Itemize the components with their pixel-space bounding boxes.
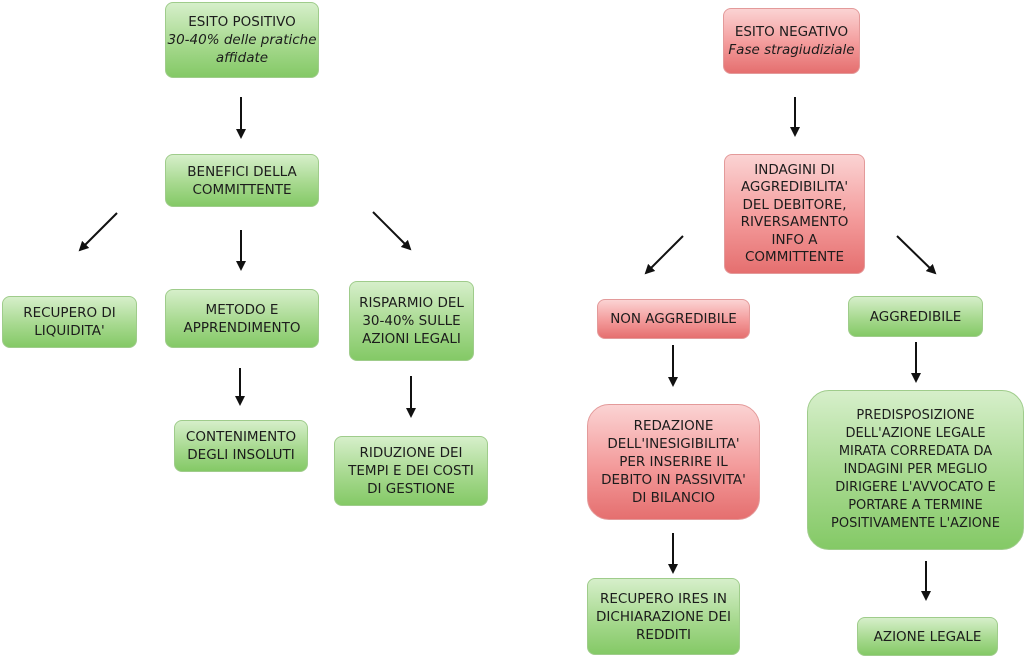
contenimento-line-2: DEGLI INSOLUTI — [187, 447, 295, 463]
indagini-line-3: DEL DEBITORE, — [742, 196, 847, 213]
metodo-line-1: METODO E — [205, 301, 279, 318]
contenimento-line-1: CONTENIMENTO — [185, 429, 297, 445]
benefici-line-2: COMMITTENTE — [192, 181, 292, 198]
esito-negativo-title: ESITO NEGATIVO — [734, 24, 849, 40]
box-redazione-inesigibilita: REDAZIONE DELL'INESIGIBILITA' PER INSERI… — [587, 404, 760, 520]
box-contenimento-insoluti: CONTENIMENTO DEGLI INSOLUTI — [174, 420, 308, 472]
esito-positivo-subtitle-2: affidate — [215, 50, 269, 66]
indagini-line-2: AGGREDIBILITA' — [740, 179, 849, 195]
aggredibile-label: AGGREDIBILE — [869, 308, 962, 325]
metodo-line-2: APPRENDIMENTO — [183, 319, 301, 336]
redazione-line-4: DEBITO IN PASSIVITA' — [601, 472, 746, 488]
ires-line-2: DICHIARAZIONE DEI — [596, 608, 731, 625]
redazione-line-3: PER INSERIRE IL — [619, 454, 728, 470]
non-aggredibile-label: NON AGGREDIBILE — [610, 311, 737, 327]
predisposizione-line-3: MIRATA CORREDATA DA — [838, 444, 993, 459]
arrow-investigation-to-not-seizable — [644, 235, 684, 275]
recupero-line-1: RECUPERO DI — [23, 305, 116, 321]
esito-positivo-title: ESITO POSITIVO — [188, 14, 296, 30]
box-indagini-aggredibilita: INDAGINI DI AGGREDIBILITA' DEL DEBITORE,… — [724, 154, 865, 274]
box-recupero-ires: RECUPERO IRES IN DICHIARAZIONE DEI REDDI… — [587, 578, 740, 655]
box-non-aggredibile: NON AGGREDIBILE — [597, 299, 750, 339]
indagini-line-6: COMMITTENTE — [745, 249, 844, 265]
recupero-line-2: LIQUIDITA' — [34, 323, 105, 339]
box-esito-negativo: ESITO NEGATIVO Fase stragiudiziale — [723, 8, 860, 74]
predisposizione-line-4: INDAGINI PER MEGLIO — [843, 462, 988, 477]
predisposizione-line-7: POSITIVAMENTE L'AZIONE — [831, 516, 1000, 531]
arrow-benefits-to-savings — [372, 211, 412, 251]
box-aggredibile: AGGREDIBILE — [848, 296, 983, 337]
box-azione-legale: AZIONE LEGALE — [857, 617, 998, 656]
redazione-line-1: REDAZIONE — [633, 418, 714, 434]
box-risparmio-azioni-legali: RISPARMIO DEL 30-40% SULLE AZIONI LEGALI — [349, 281, 474, 361]
ires-line-1: RECUPERO IRES IN — [599, 590, 728, 607]
indagini-line-5: INFO A — [771, 231, 818, 248]
arrow-investigation-to-seizable — [896, 235, 937, 275]
box-predisposizione-azione-legale: PREDISPOSIZIONE DELL'AZIONE LEGALE MIRAT… — [807, 390, 1024, 550]
predisposizione-line-1: PREDISPOSIZIONE — [856, 408, 975, 423]
esito-positivo-subtitle-1: 30-40% delle pratiche — [167, 32, 317, 48]
indagini-line-4: RIVERSAMENTO — [740, 214, 849, 230]
box-benefici-committente: BENEFICI DELLA COMMITTENTE — [165, 154, 319, 207]
predisposizione-line-6: PORTARE A TERMINE — [848, 498, 983, 513]
ires-line-3: REDDITI — [636, 626, 691, 643]
predisposizione-line-2: DELL'AZIONE LEGALE — [845, 426, 986, 441]
box-esito-positivo: ESITO POSITIVO 30-40% delle pratiche aff… — [165, 2, 319, 78]
risparmio-line-2: 30-40% SULLE — [362, 313, 461, 329]
benefici-line-1: BENEFICI DELLA — [187, 163, 297, 180]
riduzione-line-2: TEMPI E DEI COSTI — [348, 463, 474, 479]
risparmio-line-3: AZIONI LEGALI — [362, 331, 461, 347]
box-metodo-apprendimento: METODO E APPRENDIMENTO — [165, 289, 319, 348]
redazione-line-5: DI BILANCIO — [631, 490, 716, 506]
box-riduzione-tempi-costi: RIDUZIONE DEI TEMPI E DEI COSTI DI GESTI… — [334, 436, 488, 506]
riduzione-line-3: DI GESTIONE — [367, 481, 455, 497]
indagini-line-1: INDAGINI DI — [754, 161, 835, 178]
redazione-line-2: DELL'INESIGIBILITA' — [607, 436, 740, 452]
riduzione-line-1: RIDUZIONE DEI — [359, 445, 463, 461]
box-recupero-liquidita: RECUPERO DI LIQUIDITA' — [2, 296, 137, 348]
esito-negativo-subtitle: Fase stragiudiziale — [728, 42, 855, 58]
arrow-benefits-to-recovery — [78, 212, 118, 252]
risparmio-line-1: RISPARMIO DEL — [359, 295, 464, 311]
predisposizione-line-5: DIRIGERE L'AVVOCATO E — [835, 480, 996, 495]
azione-legale-label: AZIONE LEGALE — [873, 628, 982, 645]
